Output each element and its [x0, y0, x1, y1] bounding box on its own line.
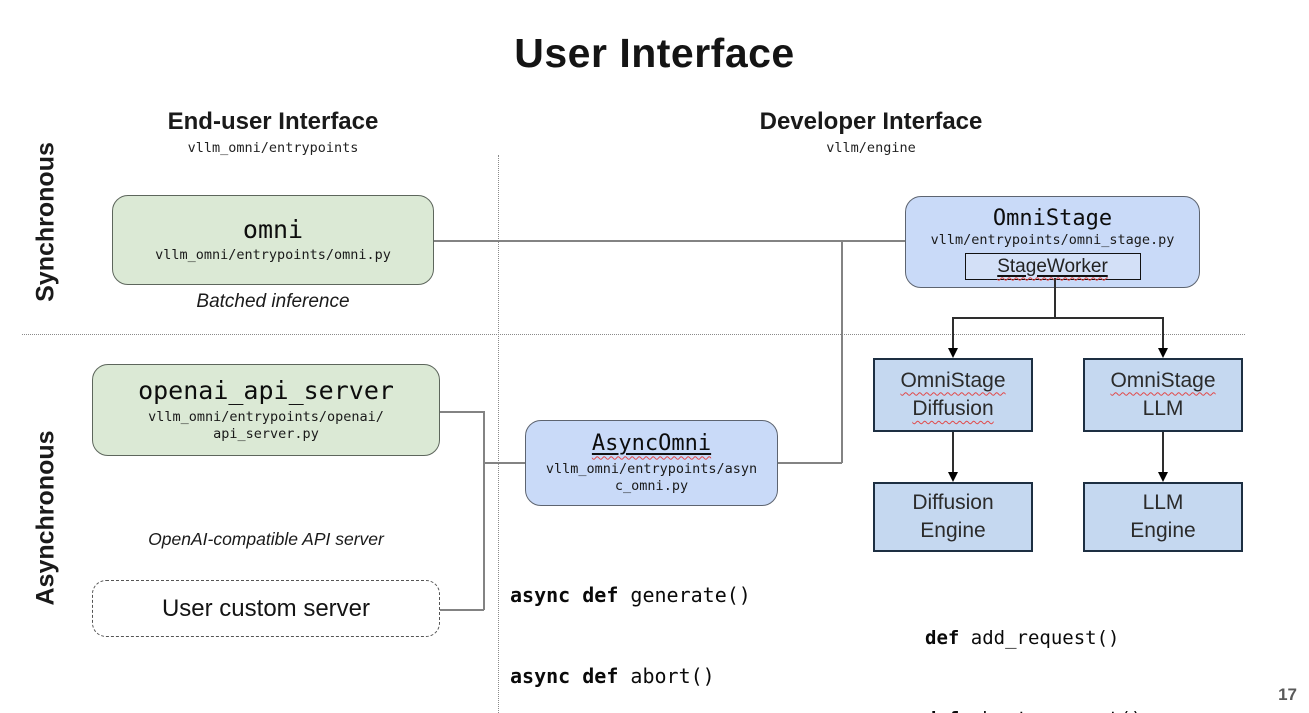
diffusion-engine-line2: Engine — [920, 519, 986, 542]
column-title-end-user: End-user Interface — [167, 108, 379, 135]
omnistage-diffusion-line2: Diffusion — [912, 397, 994, 420]
arrow-line-to-diffusion-engine — [952, 432, 954, 473]
column-subtitle-developer: vllm/engine — [826, 140, 916, 156]
page-title: User Interface — [514, 30, 795, 76]
diffusion-engine-line1: Diffusion — [912, 490, 994, 514]
omni-path: vllm_omni/entrypoints/omni.py — [155, 247, 391, 264]
box-omni: omni vllm_omni/entrypoints/omni.py — [112, 195, 434, 285]
row-label-asynchronous: Asynchronous — [31, 430, 60, 606]
llm-engine-line2: Engine — [1130, 519, 1196, 542]
column-subtitle-end-user: vllm_omni/entrypoints — [187, 140, 359, 156]
connector-openai-stub — [440, 411, 484, 413]
column-title-developer: Developer Interface — [759, 108, 983, 135]
omnistage-llm-line2: LLM — [1142, 397, 1184, 420]
asyncomni-path-line1: vllm_omni/entrypoints/asyn — [545, 460, 758, 477]
arrow-head-to-llm-engine — [1157, 472, 1168, 482]
omnistage-path: vllm/entrypoints/omni_stage.py — [930, 232, 1175, 249]
code-line: async def generate() — [510, 583, 751, 607]
box-user-custom-server: User custom server — [92, 580, 440, 637]
arrow-line-to-omnistage-diffusion — [952, 317, 954, 349]
asyncomni-title: AsyncOmni — [591, 431, 712, 457]
tree-line-stageworker-down — [1054, 278, 1056, 317]
connector-asyncomni-left — [483, 462, 525, 464]
omni-title: omni — [242, 214, 304, 244]
box-openai-api-server: openai_api_server vllm_omni/entrypoints/… — [92, 364, 440, 456]
user-custom-server-label: User custom server — [161, 594, 371, 622]
openai-path-line1: vllm_omni/entrypoints/openai/ — [148, 409, 384, 425]
page-number: 17 — [1278, 685, 1297, 704]
arrow-line-to-llm-engine — [1162, 432, 1164, 473]
openai-title: openai_api_server — [138, 376, 394, 406]
arrow-head-to-diffusion-engine — [947, 472, 958, 482]
box-asyncomni: AsyncOmni vllm_omni/entrypoints/asyn c_o… — [525, 420, 778, 506]
connector-vertical-asyncomni — [841, 240, 843, 463]
arrow-head-to-omnistage-diffusion — [947, 348, 958, 358]
omnistage-title: OmniStage — [992, 205, 1113, 231]
omnistage-diffusion-line1: OmniStage — [900, 368, 1006, 392]
connector-omni-to-omnistage — [434, 240, 907, 242]
code-line: def add_request() — [925, 627, 1120, 649]
asyncomni-path-line2: c_omni.py — [614, 477, 689, 494]
openai-path-line2: api_server.py — [213, 425, 319, 442]
arrow-line-to-omnistage-llm — [1162, 317, 1164, 349]
code-line: async def abort() — [510, 664, 715, 688]
connector-vertical-left — [483, 411, 485, 610]
omnistage-llm-line1: OmniStage — [1110, 368, 1216, 392]
tree-line-horizontal — [952, 317, 1164, 319]
box-omnistage: OmniStage vllm/entrypoints/omni_stage.py… — [905, 196, 1200, 288]
connector-asyncomni-right — [778, 462, 842, 464]
horizontal-dotted-divider — [22, 334, 1245, 335]
code-block-async: async def generate() async def abort() +… — [510, 528, 799, 713]
box-omnistage-llm: OmniStage LLM — [1083, 358, 1243, 432]
box-diffusion-engine: Diffusion Engine — [873, 482, 1033, 552]
stageworker-label: StageWorker — [997, 255, 1108, 277]
openai-caption: OpenAI-compatible API server — [148, 529, 384, 549]
vertical-dotted-divider — [498, 155, 499, 713]
box-stageworker: StageWorker — [964, 253, 1141, 281]
box-omnistage-diffusion: OmniStage Diffusion — [873, 358, 1033, 432]
llm-engine-line1: LLM — [1142, 490, 1184, 514]
code-line: def abort_request() — [925, 706, 1142, 713]
connector-usercustom-stub — [440, 609, 484, 611]
code-block-def: def add_request() def abort_request() de… — [925, 571, 1142, 713]
box-llm-engine: LLM Engine — [1083, 482, 1243, 552]
row-label-synchronous: Synchronous — [31, 142, 60, 302]
omni-caption: Batched inference — [196, 291, 350, 312]
arrow-head-to-omnistage-llm — [1157, 348, 1168, 358]
